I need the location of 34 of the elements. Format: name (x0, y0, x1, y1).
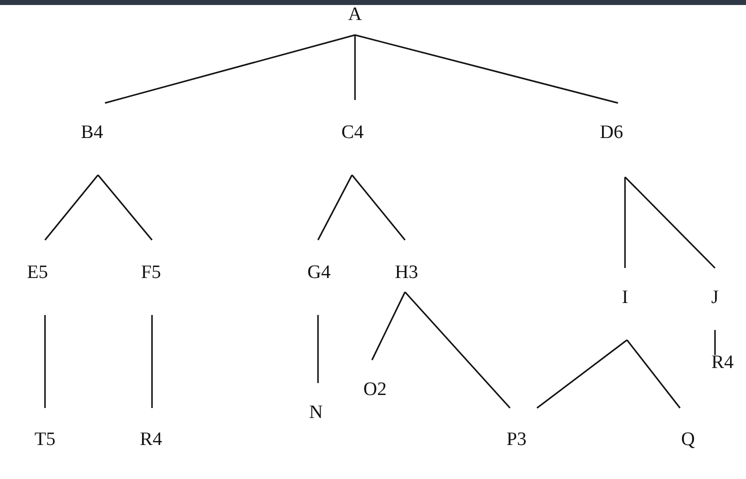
tree-line (404, 292, 511, 408)
tree-line (624, 176, 716, 269)
tree-line (317, 174, 353, 240)
node-label: T5 (33, 430, 57, 450)
tree-line (536, 339, 628, 409)
node-label: R4 (710, 353, 735, 373)
tree-line (317, 315, 319, 383)
node-label: O2 (362, 380, 388, 400)
node-label: E5 (26, 263, 50, 283)
node-label: P3 (505, 430, 528, 450)
tree-line (354, 35, 356, 100)
tree-line (44, 174, 99, 240)
node-label: J (710, 288, 720, 308)
node-label: I (620, 288, 630, 308)
node-label: R4 (138, 430, 164, 450)
tree-line (624, 177, 626, 268)
node-label: H3 (394, 263, 420, 283)
tree-line (371, 292, 406, 360)
tree-line (44, 315, 46, 408)
tree-line (351, 174, 406, 240)
node-label: D6 (598, 123, 624, 143)
tree-line (97, 174, 153, 240)
node-label: A (347, 5, 363, 25)
node-label: B4 (80, 123, 104, 143)
tree-line (151, 315, 153, 408)
tree-line (626, 340, 681, 408)
node-label: Q (680, 430, 696, 450)
node-label: G4 (306, 263, 332, 283)
tree-line (354, 34, 618, 104)
tree-line (714, 330, 716, 355)
tree-line (104, 34, 356, 104)
node-label: F5 (140, 263, 162, 283)
node-label: N (308, 403, 324, 423)
node-label: C4 (340, 123, 365, 143)
